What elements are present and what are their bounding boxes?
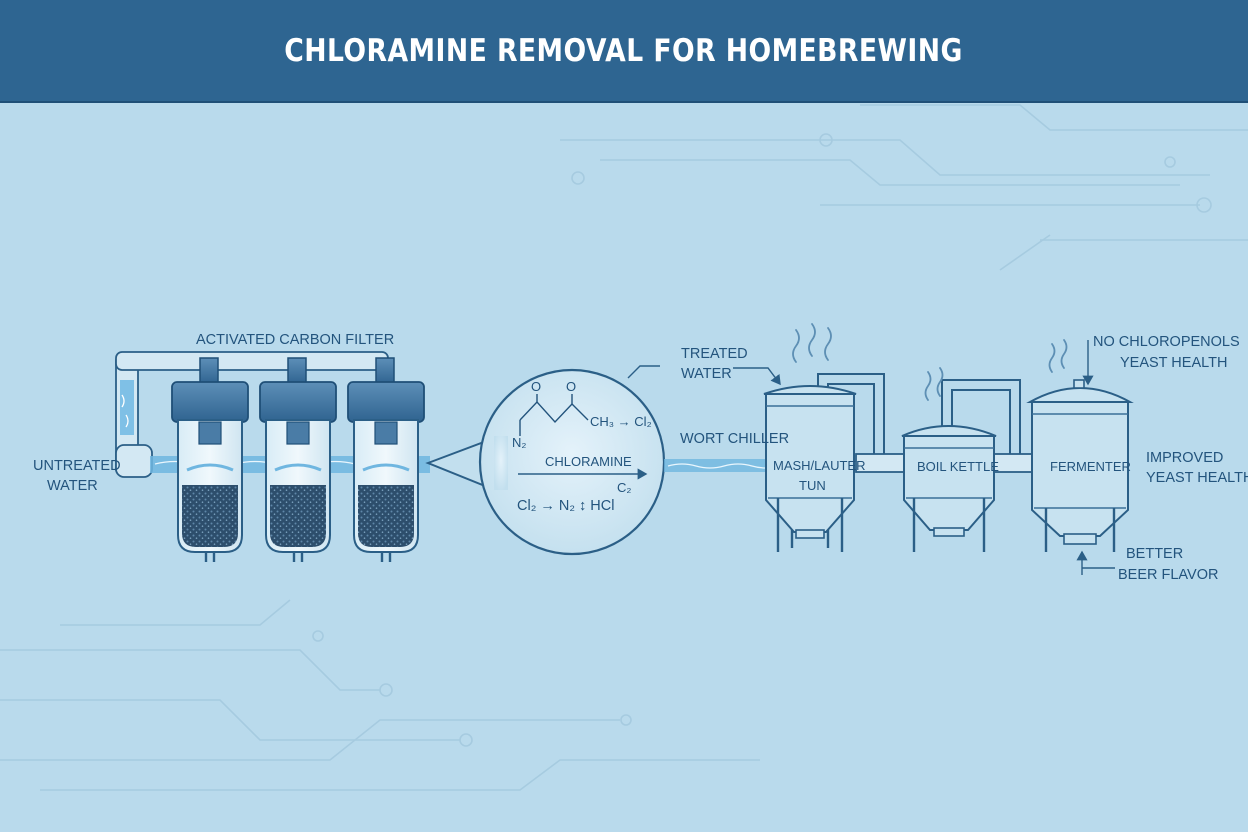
mash-lauter-tun xyxy=(763,385,857,552)
reaction-bottom-label: Cl₂ → N₂ ↕ HCl xyxy=(517,498,614,514)
improved-yeast-label-1: IMPROVED xyxy=(1146,450,1223,466)
steam-icon xyxy=(792,323,1068,401)
n2-left-label: N₂ xyxy=(512,435,526,450)
fermenter-label: FERMENTER xyxy=(1050,459,1131,474)
mash-tun-label-1: MASH/LAUTER xyxy=(773,458,865,473)
carbon-filter-1 xyxy=(171,357,249,562)
c2-label: C₂ xyxy=(617,480,631,495)
carbon-filter-2 xyxy=(259,357,337,562)
fermenter xyxy=(1026,379,1134,552)
diagram-labels: UNTREATED WATER ACTIVATED CARBON FILTER … xyxy=(33,332,1248,583)
boil-kettle xyxy=(901,425,997,552)
oxygen-right-label: O xyxy=(566,379,576,394)
mash-tun-label-2: TUN xyxy=(799,478,826,493)
treated-water-label-2: WATER xyxy=(681,366,732,382)
circuit-background xyxy=(0,104,1248,791)
activated-carbon-filter-label: ACTIVATED CARBON FILTER xyxy=(196,332,394,348)
page-title: CHLORAMINE REMOVAL FOR HOMEBREWING xyxy=(284,32,964,69)
treated-water-stream xyxy=(664,459,781,472)
improved-yeast-label-2: YEAST HEALTH xyxy=(1146,470,1248,486)
boil-kettle-label: BOIL KETTLE xyxy=(917,459,999,474)
no-chlorophenols-label-2: YEAST HEALTH xyxy=(1120,355,1227,371)
callout-arrows xyxy=(627,340,1115,575)
carbon-filter-3 xyxy=(347,357,425,562)
chloramine-label: CHLORAMINE xyxy=(545,454,632,469)
chemistry-magnifier: O O CH₃ → Cl₂ N₂ CHLORAMINE C₂ Cl₂ → N₂ … xyxy=(425,368,666,556)
no-chlorophenols-label-1: NO CHLOROPENOLS xyxy=(1093,334,1240,350)
reaction-top-label: CH₃ → Cl₂ xyxy=(590,414,652,429)
activated-carbon-filters xyxy=(171,357,425,562)
treated-water-label-1: TREATED xyxy=(681,346,748,362)
untreated-water-label-2: WATER xyxy=(47,478,98,494)
untreated-water-label-1: UNTREATED xyxy=(33,458,121,474)
title-banner: CHLORAMINE REMOVAL FOR HOMEBREWING xyxy=(0,0,1248,103)
oxygen-left-label: O xyxy=(531,379,541,394)
vessel-pipes xyxy=(817,373,1035,473)
better-flavor-label-2: BEER FLAVOR xyxy=(1118,567,1218,583)
better-flavor-label-1: BETTER xyxy=(1126,546,1183,562)
wort-chiller-label: WORT CHILLER xyxy=(680,431,789,447)
